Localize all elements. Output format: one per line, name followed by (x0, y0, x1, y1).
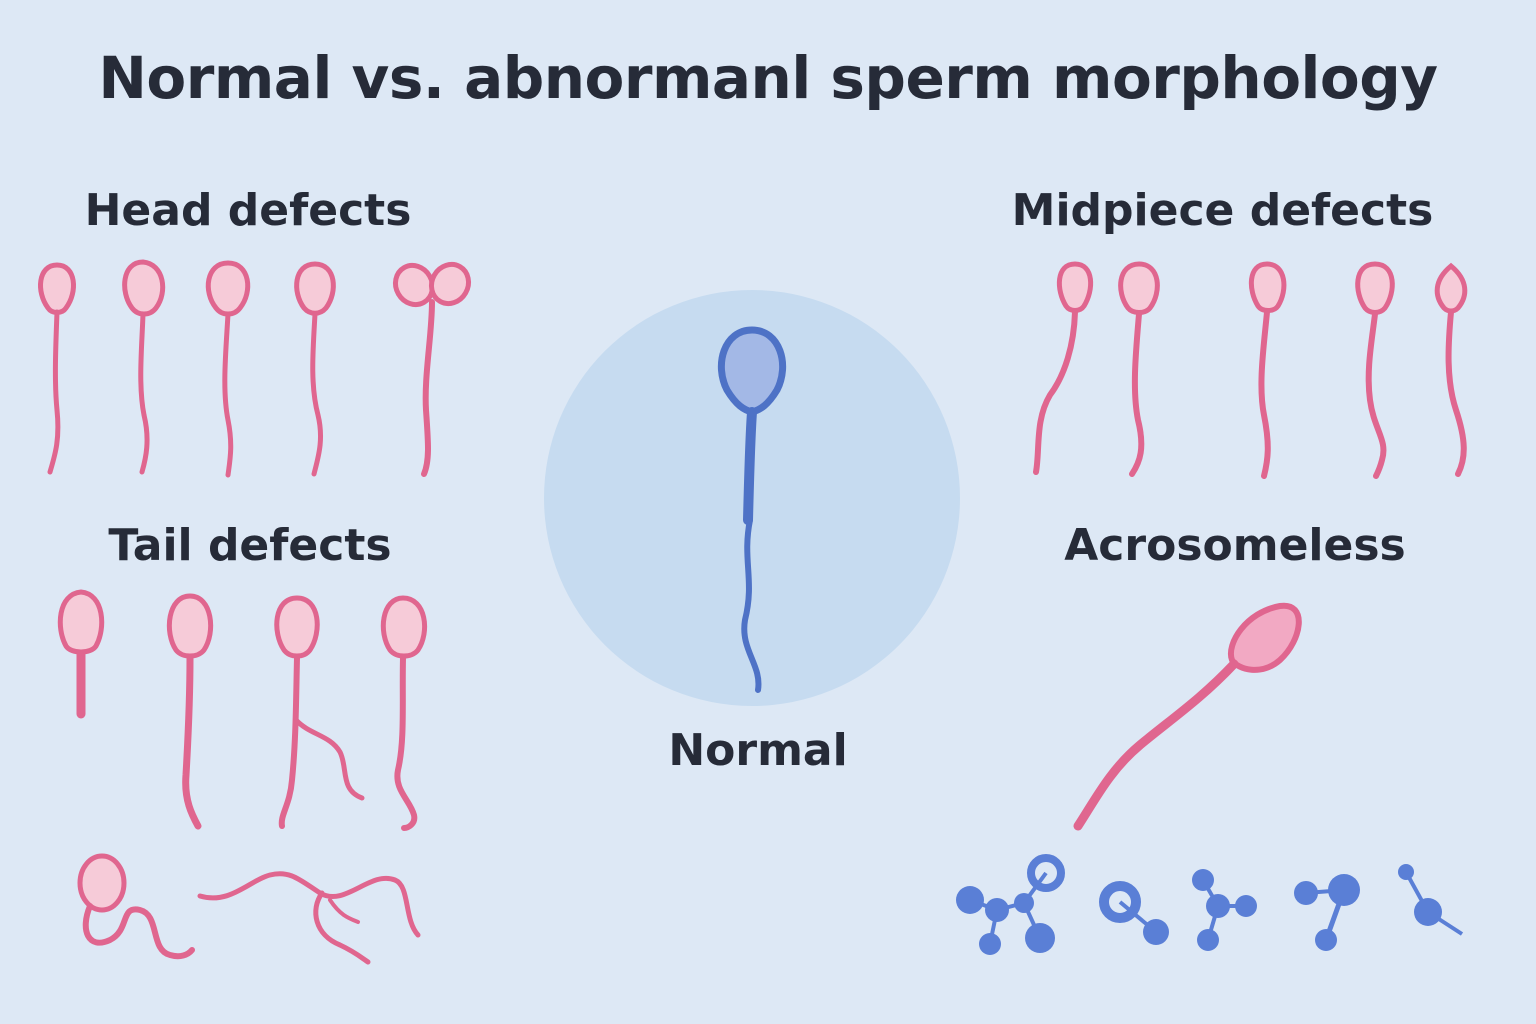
curled-tail-sperm (77, 853, 195, 960)
head-defect-sperm (38, 262, 76, 475)
midpiece-defects-label: Midpiece defects (1011, 185, 1434, 236)
acrosomeless-label: Acrosomeless (1064, 520, 1406, 571)
normal-label: Normal (668, 725, 848, 776)
page-title: Normal vs. abnormanl sperm morphology (98, 44, 1438, 112)
fragment-cluster (1192, 869, 1257, 951)
tail-defects-label: Tail defects (108, 520, 392, 571)
head-defect-sperm (122, 259, 166, 475)
tail-defects-group (57, 589, 428, 965)
bent-tail-sperm (274, 595, 365, 829)
midpiece-defect-sperm (1355, 261, 1395, 479)
normal-sperm (717, 326, 787, 693)
thick-tail-sperm (166, 593, 214, 830)
midpiece-defect-sperm (1118, 261, 1160, 477)
fragment-cluster (956, 854, 1065, 955)
head-defects-group (38, 259, 472, 478)
fragment-cluster (1398, 864, 1464, 936)
head-defect-sperm (294, 261, 336, 477)
acrosomeless-sperm (1073, 602, 1302, 831)
fragment-cluster (1099, 881, 1169, 945)
midpiece-defect-sperm (1248, 261, 1287, 479)
head-defect-sperm (205, 260, 251, 478)
coiled-tail-sperm (380, 595, 428, 831)
short-tail-sperm (57, 589, 105, 719)
midpiece-defect-sperm (1033, 261, 1094, 475)
head-defects-label: Head defects (84, 185, 412, 236)
fragment-molecules (956, 854, 1464, 955)
tangled-tail (197, 871, 421, 965)
midpiece-defect-sperm (1434, 262, 1468, 477)
midpiece-defects-group (1033, 261, 1468, 479)
double-head-sperm (392, 261, 472, 477)
fragment-cluster (1294, 874, 1360, 951)
